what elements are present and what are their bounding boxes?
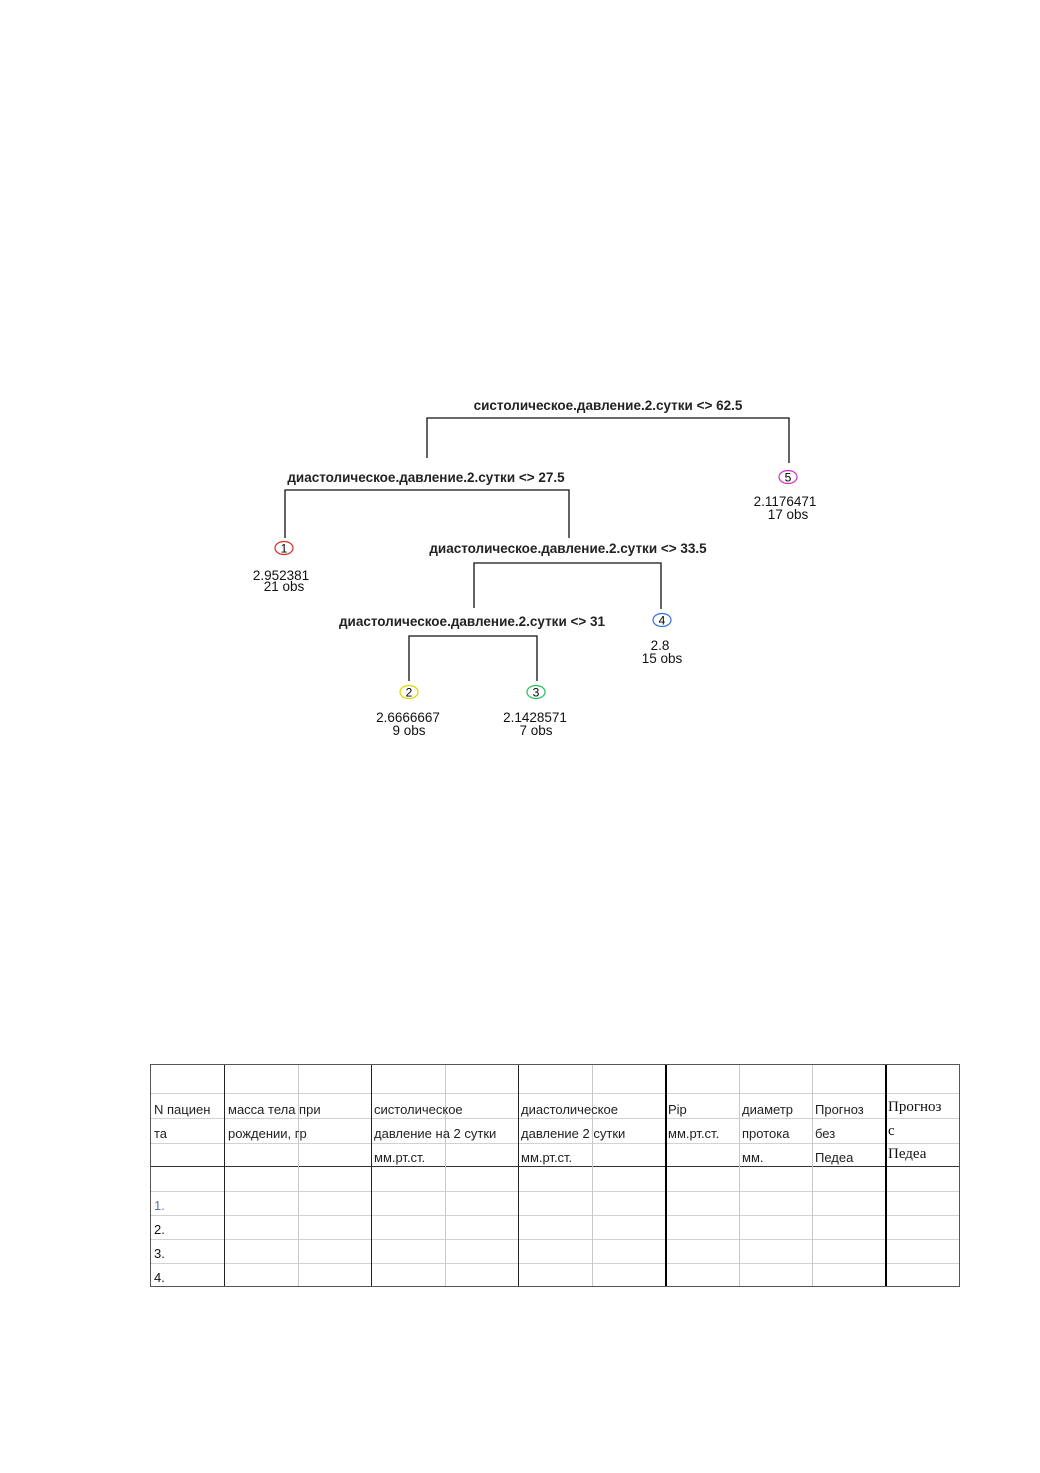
leaf-node-3: 3 2.1428571 7 obs [503, 684, 567, 738]
column-divider [298, 1065, 299, 1286]
row-divider [151, 1143, 959, 1144]
split-label-3: диастолическое.давление.2.сутки <> 33.5 [429, 541, 707, 556]
header-prog-with-line2: с [888, 1123, 895, 1139]
leaf-marker-3 [526, 684, 546, 700]
column-divider [665, 1065, 667, 1286]
column-divider [445, 1065, 446, 1286]
row-number-3: 3. [154, 1246, 165, 1261]
row-number-2: 2. [154, 1222, 165, 1237]
leaf-value-5: 2.1176471 [754, 494, 817, 509]
branch-split-3 [473, 562, 662, 609]
patient-data-table: N пациен та масса тела при рождении, гр … [150, 1064, 960, 1287]
leaf-obs-1: 21 obs [264, 579, 305, 594]
row-divider [151, 1118, 959, 1119]
header-pip-line1: Pip [668, 1102, 687, 1117]
header-diastolic-line2: давление 2 сутки [521, 1126, 626, 1141]
column-divider [371, 1065, 372, 1286]
leaf-id-5: 5 [785, 471, 792, 485]
header-systolic-line3: мм.рт.ст. [374, 1150, 426, 1165]
regression-tree-diagram: систолическое.давление.2.сутки <> 62.5 д… [253, 398, 817, 738]
split-label-4: диастолическое.давление.2.сутки <> 31 [339, 614, 606, 629]
leaf-node-4: 4 2.8 15 obs [642, 612, 683, 666]
header-bottom-line [151, 1166, 959, 1167]
header-prog-with-line3: Педеа [888, 1146, 927, 1162]
branch-split-4 [408, 635, 538, 681]
row-number-4: 4. [154, 1270, 165, 1285]
leaf-value-1: 2.952381 [253, 568, 309, 583]
header-mass-line2: рождении, гр [228, 1126, 307, 1141]
header-prog-without-line3: Педеа [815, 1150, 854, 1165]
header-pip-line2: мм.рт.ст. [668, 1126, 720, 1141]
leaf-node-1: 1 2.952381 21 obs [253, 540, 309, 594]
column-divider [592, 1065, 593, 1286]
column-divider [224, 1065, 225, 1286]
leaf-marker-4 [652, 612, 672, 628]
leaf-value-3: 2.1428571 [503, 710, 567, 725]
leaf-obs-2: 9 obs [392, 723, 425, 738]
column-divider [812, 1065, 813, 1286]
leaf-value-4: 2.8 [651, 638, 670, 653]
header-diameter-line2: протока [742, 1126, 790, 1141]
header-patient-line1: N пациен [154, 1102, 211, 1117]
column-divider [739, 1065, 740, 1286]
row-divider [151, 1093, 959, 1094]
leaf-value-2: 2.6666667 [376, 710, 440, 725]
leaf-obs-3: 7 obs [519, 723, 552, 738]
split-label-1: систолическое.давление.2.сутки <> 62.5 [474, 398, 743, 413]
leaf-marker-2 [399, 684, 419, 700]
header-systolic-line2: давление на 2 сутки [374, 1126, 497, 1141]
leaf-node-5: 5 2.1176471 17 obs [754, 469, 817, 522]
header-diameter-line1: диаметр [742, 1102, 793, 1117]
split-label-2: диастолическое.давление.2.сутки <> 27.5 [287, 470, 565, 485]
header-prog-with-line1: Прогноз [888, 1099, 942, 1115]
header-patient-line2: та [154, 1126, 168, 1141]
leaf-id-1: 1 [281, 542, 288, 556]
header-prog-without-line1: Прогноз [815, 1102, 864, 1117]
row-divider [151, 1263, 959, 1264]
leaf-obs-4: 15 obs [642, 651, 683, 666]
column-divider [518, 1065, 519, 1286]
column-divider [885, 1065, 887, 1286]
leaf-marker-1 [274, 540, 294, 556]
leaf-node-2: 2 2.6666667 9 obs [376, 684, 440, 738]
row-divider [151, 1239, 959, 1240]
row-divider [151, 1191, 959, 1192]
row-number-1: 1. [154, 1198, 165, 1213]
leaf-id-3: 3 [533, 686, 540, 700]
leaf-marker-5 [778, 469, 798, 485]
row-divider [151, 1215, 959, 1216]
header-diastolic-line1: диастолическое [521, 1102, 618, 1117]
branch-split-1 [426, 417, 790, 463]
leaf-id-4: 4 [659, 614, 666, 628]
leaf-obs-5: 17 obs [768, 507, 809, 522]
header-systolic-line1: систолическое [374, 1102, 463, 1117]
header-diameter-line3: мм. [742, 1150, 764, 1165]
header-prog-without-line2: без [815, 1126, 836, 1141]
header-mass-line1: масса тела при [228, 1102, 321, 1117]
branch-split-2 [284, 489, 570, 538]
leaf-id-2: 2 [406, 686, 413, 700]
header-diastolic-line3: мм.рт.ст. [521, 1150, 573, 1165]
